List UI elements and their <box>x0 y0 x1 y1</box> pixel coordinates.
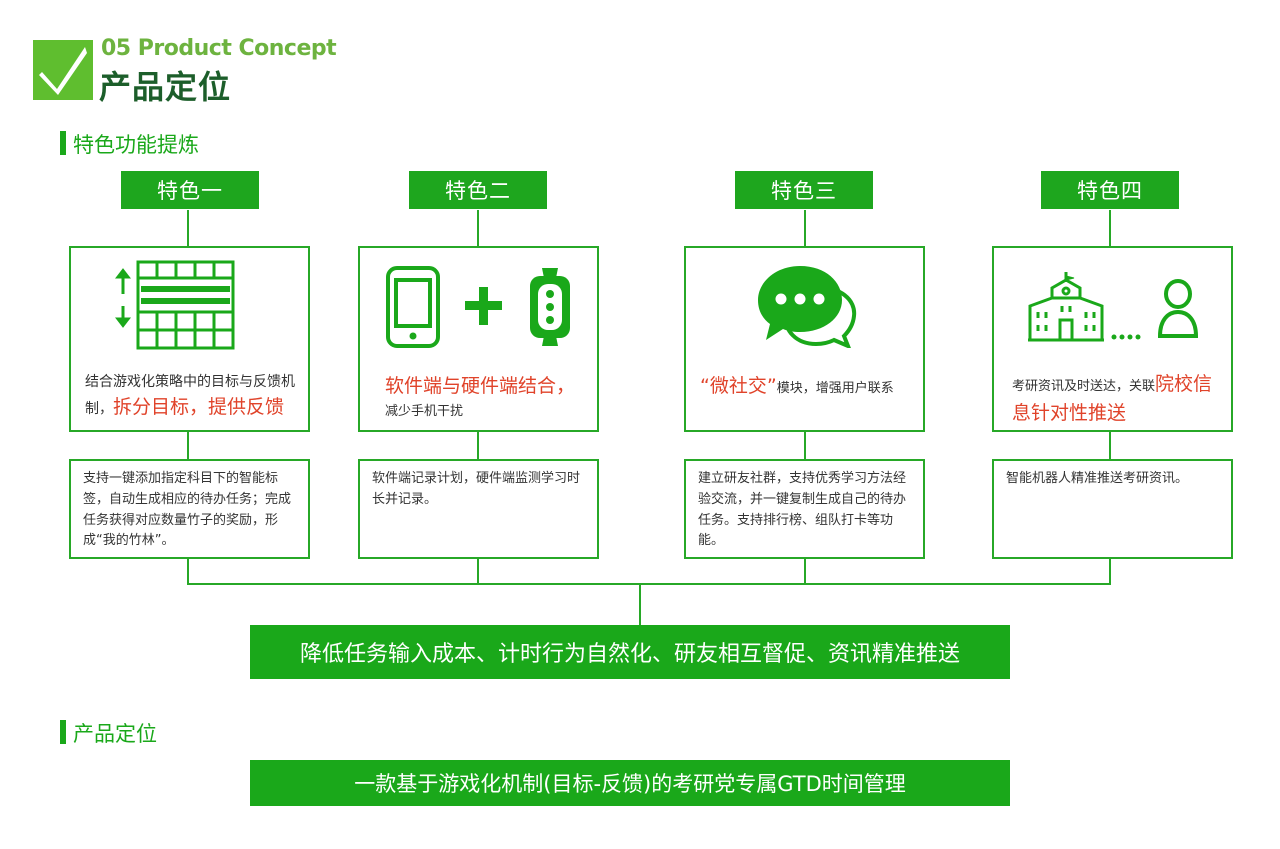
checkmark-logo-icon <box>33 40 93 100</box>
feature-2-highlight: 软件端与硬件端结合， <box>385 375 576 397</box>
feature-2-detail: 软件端记录计划，硬件端监测学习时长并记录。 <box>358 459 599 559</box>
feature-4-detail: 智能机器人精准推送考研资讯。 <box>992 459 1233 559</box>
page-subtitle: 05 Product Concept <box>101 36 337 61</box>
page-title: 产品定位 <box>99 68 232 106</box>
chat-bubbles-icon <box>756 264 860 352</box>
phone-plus-watch-icon <box>382 264 572 354</box>
feature-card-3: “微社交”模块，增强用户联系 <box>684 246 925 432</box>
section-heading-features: 特色功能提炼 <box>73 133 199 157</box>
feature-4-description: 考研资讯及时送达，关联 <box>1012 379 1156 394</box>
feature-4-highlight: 院校信息针对性推送 <box>1012 373 1213 424</box>
feature-3-highlight: “微社交” <box>700 375 777 397</box>
feature-1-highlight: 拆分目标，提供反馈 <box>113 396 285 418</box>
feature-3-description: 模块，增强用户联系 <box>776 381 894 396</box>
task-grid-icon <box>111 260 237 356</box>
section-marker <box>60 131 66 155</box>
feature-label-1: 特色一 <box>121 171 259 209</box>
section-marker <box>60 720 66 744</box>
school-person-icon <box>1026 270 1206 350</box>
feature-label-4: 特色四 <box>1041 171 1179 209</box>
feature-card-4: 考研资讯及时送达，关联院校信息针对性推送 <box>992 246 1233 432</box>
section-heading-positioning: 产品定位 <box>73 722 157 746</box>
feature-2-description: 减少手机干扰 <box>385 403 464 419</box>
feature-label-3: 特色三 <box>735 171 873 209</box>
feature-1-description: 结合游戏化策略中的目标与反馈机制， <box>85 374 295 417</box>
feature-3-detail: 建立研友社群，支持优秀学习方法经验交流，并一键复制生成自己的待办任务。支持排行榜… <box>684 459 925 559</box>
feature-card-2: 软件端与硬件端结合， 减少手机干扰 <box>358 246 599 432</box>
summary-banner: 降低任务输入成本、计时行为自然化、研友相互督促、资讯精准推送 <box>250 625 1010 679</box>
feature-1-detail: 支持一键添加指定科目下的智能标签，自动生成相应的待办任务；完成任务获得对应数量竹… <box>69 459 310 559</box>
positioning-banner: 一款基于游戏化机制(目标-反馈)的考研党专属GTD时间管理 <box>250 760 1010 806</box>
feature-card-1: 结合游戏化策略中的目标与反馈机制，拆分目标，提供反馈 <box>69 246 310 432</box>
feature-label-2: 特色二 <box>409 171 547 209</box>
